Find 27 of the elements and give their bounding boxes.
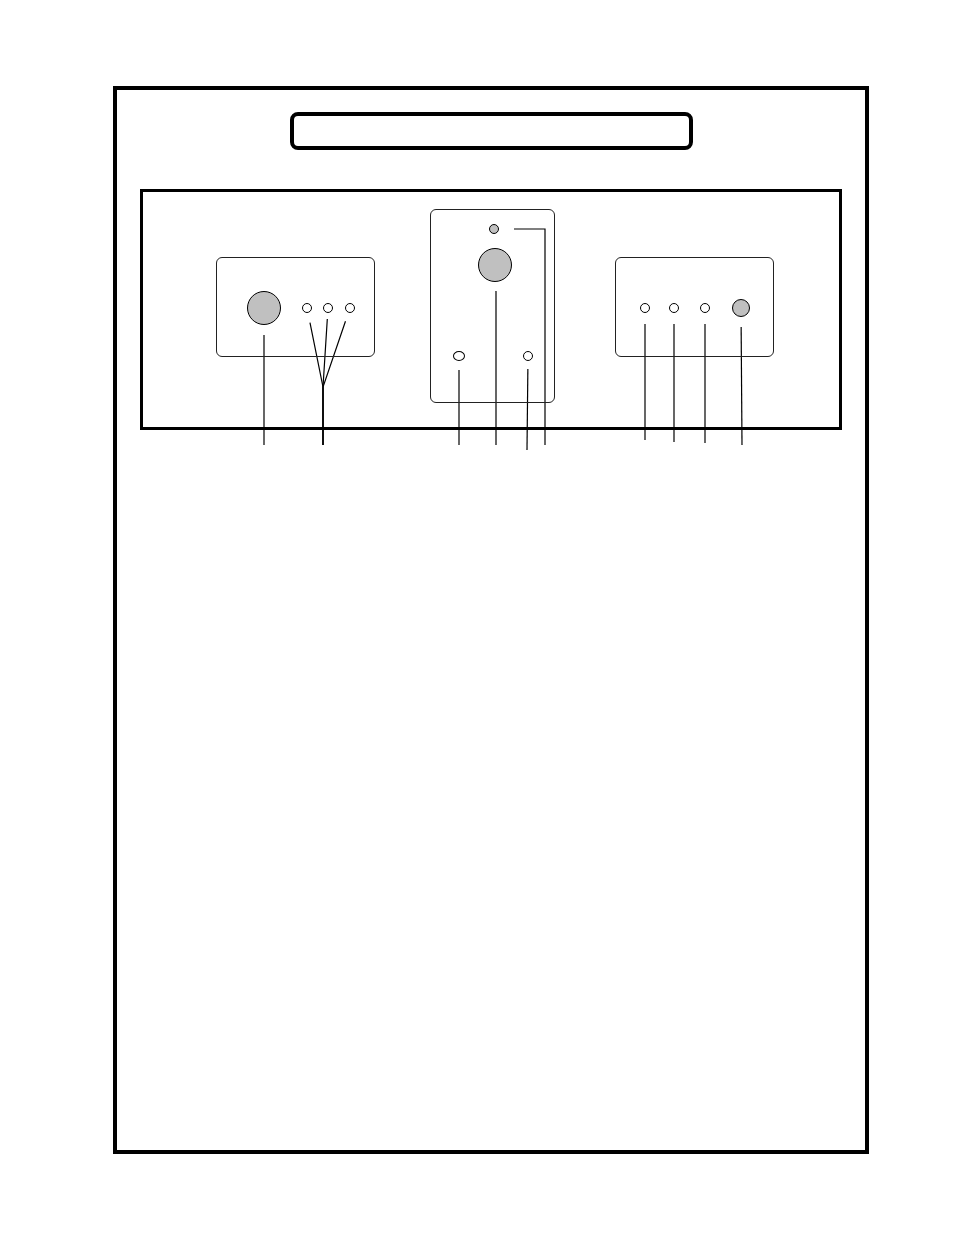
indicator-light: [345, 303, 355, 313]
panel-strip: [140, 189, 842, 430]
knob: [247, 291, 281, 325]
leader-line: [513, 228, 546, 446]
indicator-light: [302, 303, 312, 313]
control-panel: [615, 257, 774, 357]
control-panel: [430, 209, 555, 403]
indicator-light: [669, 303, 679, 313]
leader-line: [526, 368, 529, 451]
leader-line: [673, 323, 675, 443]
leader-line: [458, 369, 460, 446]
leader-line: [263, 334, 265, 446]
control-panel: [216, 257, 375, 357]
indicator-light: [323, 303, 333, 313]
leader-line: [644, 323, 646, 441]
knob: [478, 248, 512, 282]
indicator-light: [523, 351, 533, 361]
indicator-light: [453, 351, 465, 361]
leader-line: [740, 326, 743, 446]
indicator-light: [640, 303, 650, 313]
push-button: [489, 224, 499, 234]
push-button: [732, 299, 750, 317]
title-bar: [290, 112, 693, 150]
leader-line: [704, 323, 706, 444]
indicator-light: [700, 303, 710, 313]
leader-line: [495, 290, 497, 446]
leader-line: [322, 320, 347, 446]
